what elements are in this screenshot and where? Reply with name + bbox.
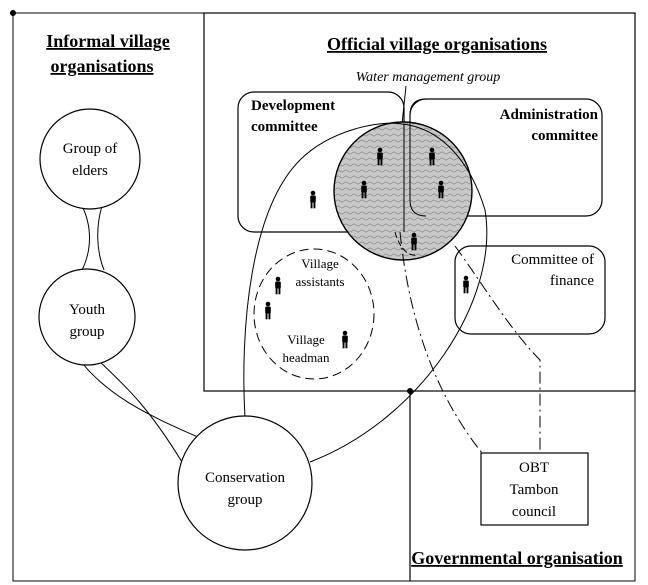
village-assistants-line2: assistants — [295, 274, 344, 289]
conservation-line2: group — [228, 492, 263, 508]
obt-link-1 — [399, 231, 483, 454]
administration-committee-edge — [409, 98, 427, 217]
youth-conservation-link — [78, 358, 201, 439]
administration-committee-line1: Administration — [500, 107, 599, 123]
water-management-circle — [333, 121, 473, 261]
youth-line2: group — [70, 324, 105, 340]
person-icon — [275, 276, 281, 295]
obt-line3: council — [512, 504, 556, 520]
person-icon — [310, 190, 316, 209]
youth-conservation-link-2 — [98, 360, 183, 463]
water-management-label: Water management group — [356, 70, 500, 85]
governmental-title: Governmental organisation — [411, 548, 623, 568]
informal-title-line1: Informal village — [46, 31, 170, 51]
obt-link-2 — [454, 245, 541, 453]
elders-youth-link — [81, 205, 90, 271]
obt-line2: Tambon — [510, 482, 559, 498]
village-assistants-ellipse — [253, 248, 375, 380]
group-of-elders-circle — [39, 108, 141, 210]
finance-committee-box — [454, 245, 606, 335]
obt-line1: OBT — [519, 460, 549, 476]
conservation-group-circle — [177, 415, 313, 551]
junction-dot-icon — [407, 388, 413, 394]
village-headman-line2: headman — [283, 350, 330, 365]
obt-tambon-council-box — [480, 452, 589, 526]
elders-line2: elders — [72, 163, 108, 179]
finance-committee-line1: Committee of — [511, 252, 594, 268]
junction-dot-icon — [10, 10, 16, 16]
elders-youth-link-2 — [97, 205, 105, 271]
development-committee-line1: Development — [251, 98, 335, 114]
village-headman-line1: Village — [287, 332, 325, 347]
conservation-loop — [243, 122, 488, 463]
informal-title-line2: organisations — [50, 56, 153, 76]
development-committee-line2: committee — [251, 119, 318, 135]
official-title: Official village organisations — [327, 34, 547, 54]
administration-committee-line2: committee — [531, 128, 598, 144]
finance-committee-line2: finance — [550, 273, 594, 289]
elders-line1: Group of — [63, 141, 118, 157]
village-assistants-line1: Village — [301, 256, 339, 271]
person-icon — [265, 301, 271, 320]
official-organisations-box — [203, 12, 636, 392]
conservation-line1: Conservation — [205, 470, 285, 486]
obt-link-3 — [394, 231, 419, 256]
youth-line1: Youth — [69, 302, 105, 318]
person-icon — [342, 330, 348, 349]
person-icon — [463, 275, 469, 294]
youth-group-circle — [38, 268, 136, 366]
